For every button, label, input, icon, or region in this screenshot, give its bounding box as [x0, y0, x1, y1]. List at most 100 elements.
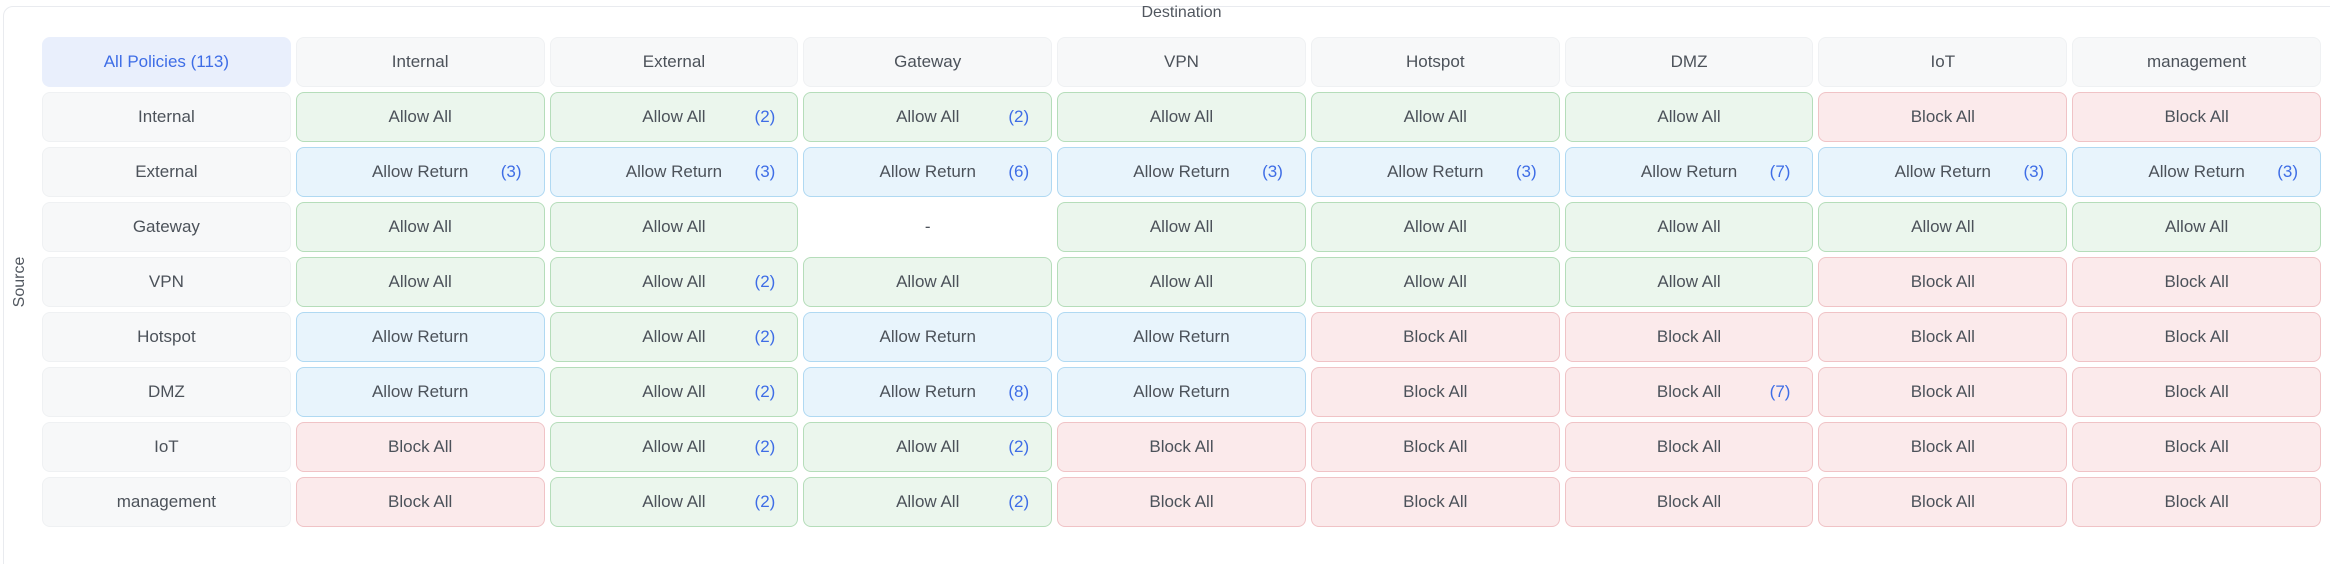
policy-cell-hotspot-external[interactable]: Allow All(2): [549, 312, 799, 362]
policy-cell-hotspot-hotspot[interactable]: Block All: [1310, 312, 1560, 362]
policy-cell-internal-internal[interactable]: Allow All: [295, 92, 545, 142]
policy-cell-external-hotspot[interactable]: Allow Return(3): [1310, 147, 1560, 197]
policy-cell-gateway-internal[interactable]: Allow All: [295, 202, 545, 252]
policy-cell-management-management[interactable]: Block All: [2072, 477, 2321, 527]
policy-action-label: Block All: [1149, 437, 1214, 456]
row-header-external: External: [42, 147, 291, 197]
policy-cell-management-hotspot[interactable]: Block All: [1310, 477, 1560, 527]
policy-cell-internal-iot[interactable]: Block All: [1818, 92, 2068, 142]
policy-count-badge: (2): [1008, 492, 1030, 511]
policy-cell-dmz-iot[interactable]: Block All: [1818, 367, 2068, 417]
policy-cell-iot-dmz[interactable]: Block All: [1564, 422, 1814, 472]
policy-action-label: Allow All: [896, 437, 960, 456]
policy-action-label: Allow Return: [879, 162, 976, 181]
policy-cell-internal-management[interactable]: Block All: [2072, 92, 2321, 142]
policy-cell-management-internal[interactable]: Block All: [295, 477, 545, 527]
policy-cell-gateway-external[interactable]: Allow All: [549, 202, 799, 252]
policy-cell-dmz-management[interactable]: Block All: [2072, 367, 2321, 417]
policy-cell-iot-external[interactable]: Allow All(2): [549, 422, 799, 472]
policy-action-label: Allow All: [896, 492, 960, 511]
policy-cell-dmz-internal[interactable]: Allow Return: [295, 367, 545, 417]
policy-action-label: Allow All: [388, 107, 452, 126]
policy-count-badge: (7): [1769, 382, 1791, 401]
policy-cell-internal-dmz[interactable]: Allow All: [1564, 92, 1814, 142]
policy-cell-gateway-iot[interactable]: Allow All: [1818, 202, 2068, 252]
policy-count-badge: (3): [500, 162, 522, 181]
policy-cell-internal-vpn[interactable]: Allow All: [1057, 92, 1306, 142]
policy-count-badge: (8): [1008, 382, 1030, 401]
policy-action-label: Block All: [1910, 382, 1975, 401]
policy-count-badge: (3): [2277, 162, 2298, 181]
all-policies-button[interactable]: All Policies (113): [42, 37, 291, 87]
policy-cell-management-iot[interactable]: Block All: [1818, 477, 2068, 527]
policy-cell-hotspot-internal[interactable]: Allow Return: [295, 312, 545, 362]
policy-cell-hotspot-iot[interactable]: Block All: [1818, 312, 2068, 362]
policy-cell-iot-management[interactable]: Block All: [2072, 422, 2321, 472]
row-header-management: management: [42, 477, 291, 527]
policy-cell-vpn-external[interactable]: Allow All(2): [549, 257, 799, 307]
policy-cell-external-vpn[interactable]: Allow Return(3): [1057, 147, 1306, 197]
policy-action-label: Block All: [1910, 492, 1975, 511]
policy-cell-external-gateway[interactable]: Allow Return(6): [803, 147, 1053, 197]
policy-cell-external-external[interactable]: Allow Return (3): [549, 147, 799, 197]
policy-action-label: Block All: [2164, 437, 2229, 456]
row-header-gateway: Gateway: [42, 202, 291, 252]
policy-cell-management-vpn[interactable]: Block All: [1057, 477, 1306, 527]
policy-cell-vpn-management[interactable]: Block All: [2072, 257, 2321, 307]
policy-cell-hotspot-vpn[interactable]: Allow Return: [1057, 312, 1306, 362]
policy-cell-management-external[interactable]: Allow All(2): [549, 477, 799, 527]
policy-action-label: Allow All: [896, 272, 960, 291]
policy-cell-vpn-internal[interactable]: Allow All: [295, 257, 545, 307]
policy-action-label: Block All: [1910, 272, 1975, 291]
policy-cell-external-dmz[interactable]: Allow Return(7): [1564, 147, 1814, 197]
policy-cell-gateway-hotspot[interactable]: Allow All: [1310, 202, 1560, 252]
policy-cell-dmz-vpn[interactable]: Allow Return: [1057, 367, 1306, 417]
policy-cell-iot-hotspot[interactable]: Block All: [1310, 422, 1560, 472]
policy-cell-internal-hotspot[interactable]: Allow All: [1310, 92, 1560, 142]
policy-cell-iot-internal[interactable]: Block All: [295, 422, 545, 472]
policy-count-badge: (3): [1515, 162, 1537, 181]
row-header-hotspot: Hotspot: [42, 312, 291, 362]
policy-cell-hotspot-dmz[interactable]: Block All: [1564, 312, 1814, 362]
policy-cell-iot-vpn[interactable]: Block All: [1057, 422, 1306, 472]
policy-cell-gateway-vpn[interactable]: Allow All: [1057, 202, 1306, 252]
policy-action-label: Allow Return: [879, 382, 976, 401]
policy-action-label: Allow All: [1657, 107, 1721, 126]
policy-action-label: Allow All: [2164, 217, 2229, 236]
policy-action-label: Allow All: [388, 217, 452, 236]
policy-action-label: Allow All: [642, 107, 706, 126]
policy-action-label: Allow All: [642, 217, 706, 236]
policy-cell-dmz-gateway[interactable]: Allow Return (8): [803, 367, 1053, 417]
policy-cell-external-internal[interactable]: Allow Return(3): [295, 147, 545, 197]
policy-cell-dmz-external[interactable]: Allow All(2): [549, 367, 799, 417]
policy-count-badge: (3): [754, 162, 776, 181]
policy-cell-vpn-vpn[interactable]: Allow All: [1057, 257, 1306, 307]
policy-cell-internal-external[interactable]: Allow All (2): [549, 92, 799, 142]
policy-cell-external-iot[interactable]: Allow Return(3): [1818, 147, 2068, 197]
policy-action-label: Allow Return: [879, 327, 976, 346]
policy-cell-vpn-gateway[interactable]: Allow All: [803, 257, 1053, 307]
policy-cell-dmz-dmz[interactable]: Block All(7): [1564, 367, 1814, 417]
policy-cell-iot-gateway[interactable]: Allow All(2): [803, 422, 1053, 472]
policy-cell-dmz-hotspot[interactable]: Block All: [1310, 367, 1560, 417]
policy-count-badge: (2): [754, 107, 776, 126]
policy-cell-hotspot-gateway[interactable]: Allow Return: [803, 312, 1053, 362]
policy-cell-management-gateway[interactable]: Allow All (2): [803, 477, 1053, 527]
policy-cell-vpn-iot[interactable]: Block All: [1818, 257, 2068, 307]
policy-action-label: Allow All: [388, 272, 452, 291]
policy-action-label: Allow Return: [1640, 162, 1738, 181]
policy-action-label: Allow All: [642, 272, 706, 291]
policy-cell-hotspot-management[interactable]: Block All: [2072, 312, 2321, 362]
policy-cell-vpn-dmz[interactable]: Allow All: [1564, 257, 1814, 307]
policy-cell-management-dmz[interactable]: Block All: [1564, 477, 1814, 527]
policy-action-label: Block All: [1656, 492, 1722, 511]
policy-cell-vpn-hotspot[interactable]: Allow All: [1310, 257, 1560, 307]
policy-cell-gateway-dmz[interactable]: Allow All: [1564, 202, 1814, 252]
policy-action-label: Allow Return: [625, 162, 723, 181]
policy-cell-gateway-management[interactable]: Allow All: [2072, 202, 2321, 252]
policy-cell-iot-iot[interactable]: Block All: [1818, 422, 2068, 472]
policy-cell-external-management[interactable]: Allow Return(3): [2072, 147, 2321, 197]
policy-cell-internal-gateway[interactable]: Allow All(2): [803, 92, 1053, 142]
policy-action-label: Allow All: [1911, 217, 1975, 236]
